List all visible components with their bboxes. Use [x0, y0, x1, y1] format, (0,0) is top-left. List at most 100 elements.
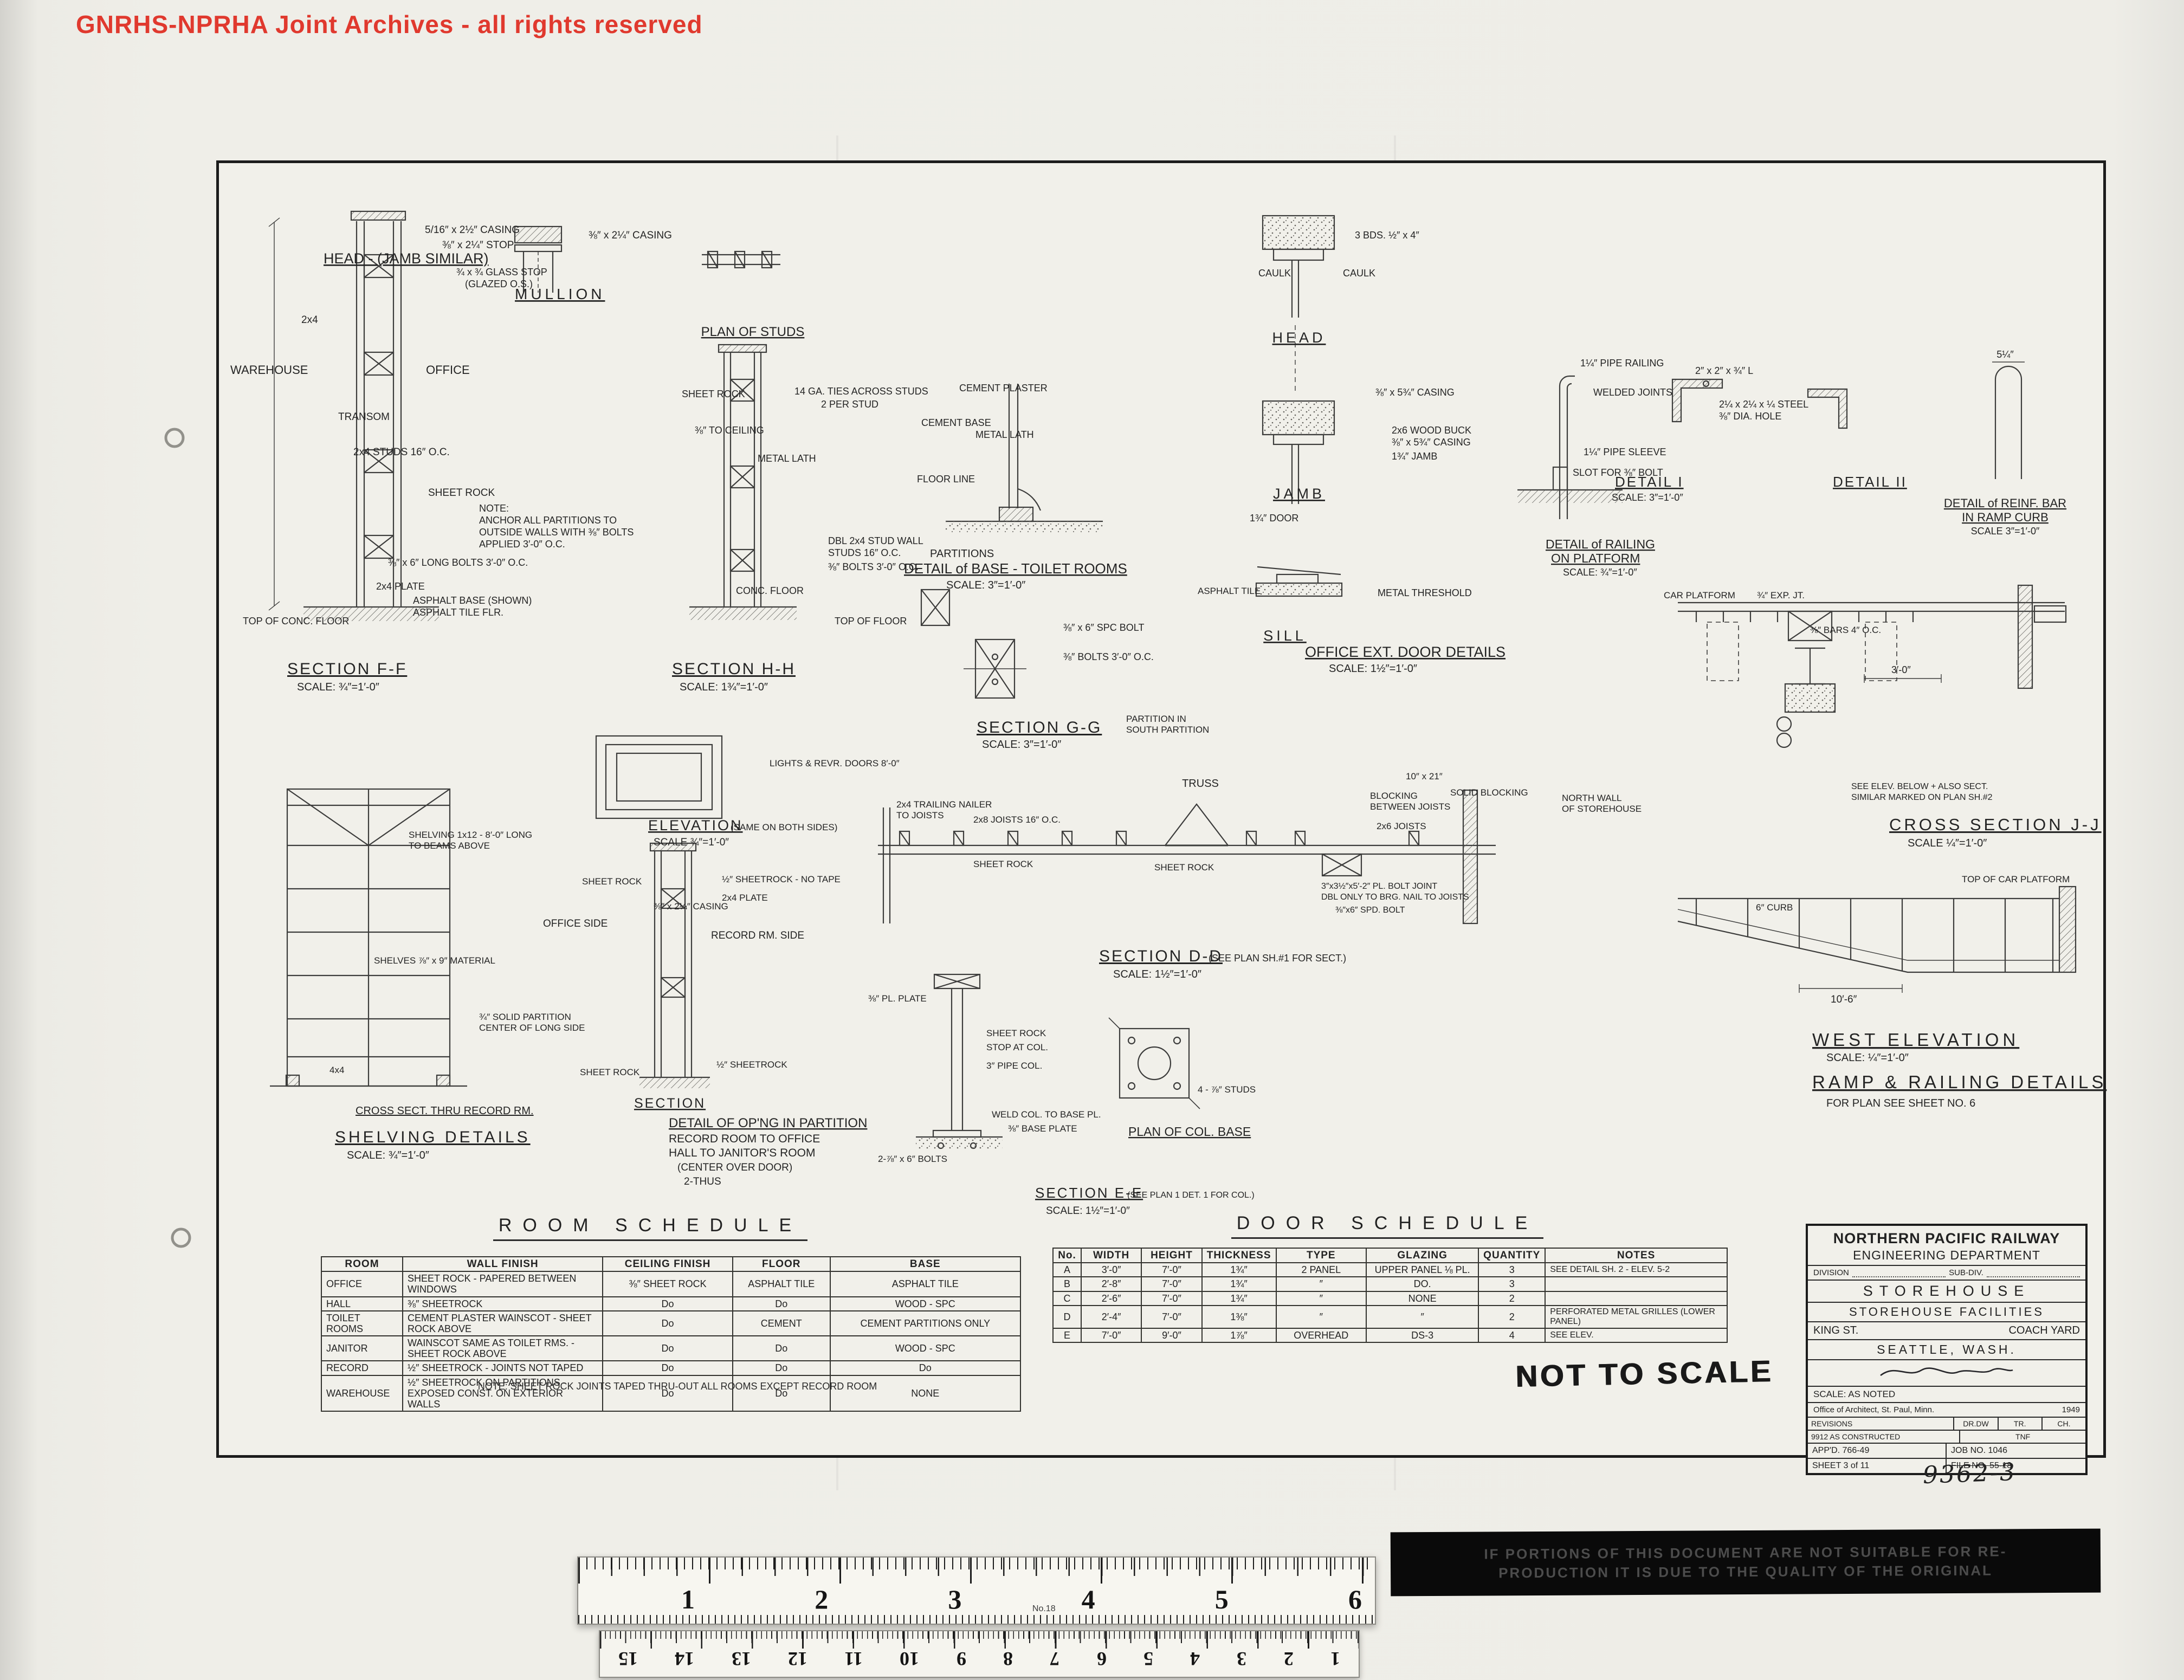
ruler-number: 8 — [1003, 1648, 1013, 1670]
ruler-number: 9 — [956, 1648, 966, 1670]
table-cell: Do — [732, 1296, 831, 1311]
drawing-label: ½″ SHEETROCK — [716, 1059, 787, 1070]
table-cell: OFFICE — [321, 1271, 403, 1297]
drawing-label: DETAIL I — [1615, 474, 1684, 490]
reinf-bar-drawing — [1992, 361, 2025, 479]
door-details-drawing — [1255, 215, 1343, 597]
table-cell: Do — [602, 1360, 733, 1376]
redaction-text-line: IF PORTIONS OF THIS DOCUMENT ARE NOT SUI… — [1484, 1543, 2007, 1562]
drawing-label: ¾ x ¾ GLASS STOP — [456, 267, 547, 277]
title-block: NORTHERN PACIFIC RAILWAY ENGINEERING DEP… — [1806, 1224, 2088, 1475]
drawing-label: SCALE: 3″=1′-0″ — [1612, 492, 1683, 503]
table-cell: Do — [732, 1335, 831, 1362]
detail-ii-drawing — [1807, 388, 1848, 429]
section-gg-drawing — [920, 589, 1026, 699]
drawing-label: BLOCKING — [1370, 791, 1418, 801]
drawing-label: SCALE: ¼″=1′-0″ — [1826, 1052, 1909, 1064]
drawing-label: SCALE: ¾″=1′-0″ — [347, 1149, 429, 1161]
project-subtitle: STOREHOUSE FACILITIES — [1808, 1303, 2085, 1322]
drawing-label: METAL LATH — [758, 453, 816, 464]
detail-i-drawing — [1671, 378, 1723, 423]
drawing-label: ¾″ EXP. JT. — [1757, 590, 1805, 600]
ruler-number: 3 — [948, 1584, 962, 1614]
table-cell: 3′-0″ — [1080, 1262, 1142, 1278]
drawing-label: SHEET ROCK — [1154, 862, 1214, 873]
table-cell: 3 — [1478, 1276, 1546, 1292]
division-row: DIVISION SUB-DIV. — [1808, 1266, 2085, 1281]
column-header: CEILING FINISH — [602, 1256, 733, 1272]
drawing-label: RECORD ROOM TO OFFICE — [669, 1133, 820, 1145]
ruler-number: 13 — [731, 1648, 751, 1670]
table-cell: 1¾″ — [1201, 1262, 1277, 1278]
table-cell: B — [1052, 1276, 1082, 1292]
table-cell: TOILET ROOMS — [321, 1310, 403, 1337]
drawing-label: 2x6 JOISTS — [1377, 821, 1426, 831]
file-number-cell: FILE NO. 55-18 — [1951, 1461, 2012, 1470]
table-cell: ⅜″ SHEET ROCK — [602, 1271, 733, 1297]
table-cell: Do — [732, 1374, 831, 1412]
sheet-number-cell: SHEET 3 of 11 — [1808, 1459, 1947, 1473]
drawing-label: CROSS SECT. THRU RECORD RM. — [356, 1105, 534, 1117]
drawing-label: DETAIL of BASE - TOILET ROOMS — [904, 560, 1127, 577]
table-cell: 1¾″ — [1201, 1276, 1277, 1292]
drawing-label: (SAME ON BOTH SIDES) — [731, 822, 837, 832]
drawing-label: 4 - ⅞″ STUDS — [1198, 1084, 1256, 1095]
column-header: QUANTITY — [1478, 1247, 1546, 1264]
drawing-label: SHELVES ⅞″ x 9″ MATERIAL — [374, 955, 495, 966]
drawing-label: ⅜″ TO CEILING — [695, 425, 764, 436]
table-cell: CEMENT PLASTER WAINSCOT - SHEET ROCK ABO… — [402, 1310, 604, 1337]
location-yard: COACH YARD — [2008, 1324, 2080, 1336]
ruler-number: 6 — [1096, 1648, 1107, 1670]
drawing-label: SECTION G-G — [977, 719, 1102, 736]
drawing-label: SECTION F-F — [287, 660, 407, 678]
table-cell: WAREHOUSE — [321, 1374, 403, 1412]
drawing-label: 14 GA. TIES ACROSS STUDS — [794, 386, 928, 397]
drawing-label: 3″ PIPE COL. — [986, 1061, 1042, 1071]
drawing-label: SILL — [1263, 628, 1307, 644]
drawing-label: BETWEEN JOISTS — [1370, 802, 1450, 812]
ruler-tick-strip — [578, 1558, 1375, 1569]
drawing-label: DETAIL II — [1833, 474, 1907, 490]
drawing-label: NORTH WALL — [1562, 793, 1622, 803]
opening-section-drawing — [639, 842, 710, 1088]
drawing-label: PARTITIONS — [930, 548, 994, 560]
drawing-label: 2-THUS — [684, 1176, 721, 1187]
drawing-label: DETAIL of REINF. BAR — [1944, 496, 2066, 510]
drawing-label: TO BEAMS ABOVE — [409, 841, 490, 851]
drawing-label: DBL 2x4 STUD WALL — [828, 535, 923, 546]
drawing-label: SCALE ¾″=1′-0″ — [654, 837, 729, 848]
project-title: STOREHOUSE — [1808, 1281, 2085, 1303]
drawing-label: ½″ SHEETROCK - NO TAPE — [722, 874, 841, 884]
table-cell: ″ — [1366, 1304, 1479, 1329]
drawing-label: 2″ x 2″ x ¾″ L — [1695, 365, 1753, 376]
drawing-label: METAL LATH — [975, 429, 1034, 440]
drawing-label: ⅜″x6″ SPD. BOLT — [1335, 906, 1405, 915]
drawing-label: ⅜″ BOLTS 3′-0″ O.C. — [1063, 651, 1154, 662]
railing-platform-drawing — [1517, 375, 1623, 519]
drawing-label: METAL THRESHOLD — [1378, 587, 1472, 598]
door-schedule-title: DOOR SCHEDULE — [1198, 1213, 1577, 1239]
drawing-sheet-border — [216, 160, 2106, 1458]
ruler-number: 3 — [1237, 1648, 1247, 1670]
drawing-label: WAREHOUSE — [230, 363, 308, 377]
ruler-number: 12 — [787, 1648, 807, 1670]
table-cell: D — [1052, 1304, 1082, 1329]
ruler-number: 15 — [618, 1648, 638, 1670]
column-header: NOTES — [1545, 1247, 1728, 1264]
shelving-drawing — [270, 788, 467, 1087]
drawing-label: FOR PLAN SEE SHEET NO. 6 — [1826, 1097, 1975, 1109]
drawing-label: 1¾″ JAMB — [1392, 451, 1437, 462]
column-header: HEIGHT — [1141, 1247, 1203, 1264]
subdiv-label: SUB-DIV. — [1949, 1268, 1983, 1277]
revisions-header-row: REVISIONS DR.DW TR. CH. — [1808, 1418, 2085, 1431]
column-header: ROOM — [321, 1256, 403, 1272]
drawing-label: 2x4 STUDS 16″ O.C. — [353, 447, 450, 458]
